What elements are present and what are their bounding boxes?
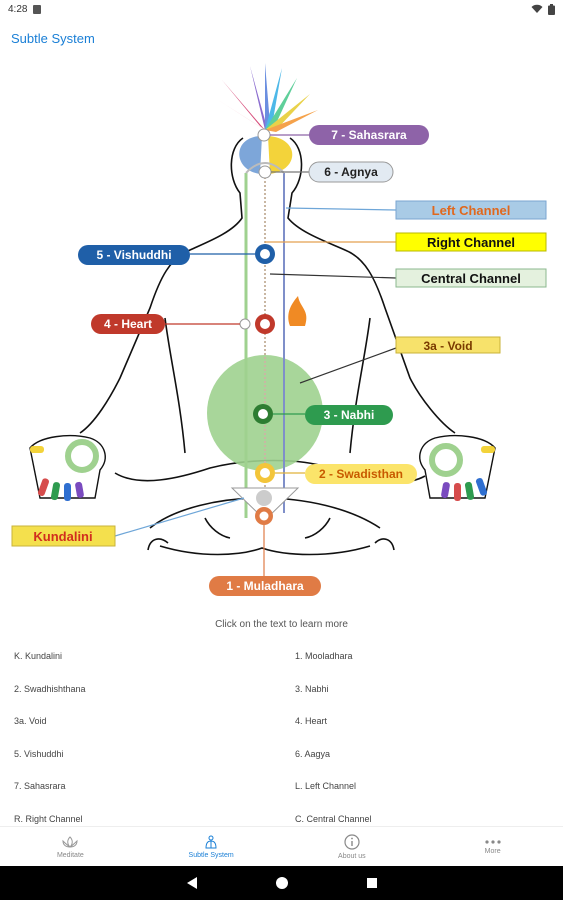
list-row: R. Right Channel C. Central Channel bbox=[0, 803, 563, 836]
nav-meditate-label: Meditate bbox=[56, 851, 84, 859]
label-sahasrara[interactable]: 7 - Sahasrara bbox=[309, 125, 429, 145]
label-swadisthan[interactable]: 2 - Swadisthan bbox=[305, 464, 417, 484]
recents-square-icon bbox=[366, 878, 377, 888]
label-void[interactable]: 3a - Void bbox=[395, 336, 501, 354]
nav-subtle-system-label: Subtle System bbox=[188, 851, 234, 859]
page-title: Subtle System bbox=[11, 30, 95, 46]
label-left-channel-text: Left Channel bbox=[432, 203, 511, 218]
label-right-channel[interactable]: Right Channel bbox=[395, 232, 547, 252]
recents-button[interactable] bbox=[362, 873, 382, 893]
label-nabhi-text: 3 - Nabhi bbox=[324, 408, 375, 422]
nav-subtle-system[interactable]: Subtle System bbox=[141, 827, 282, 866]
label-central-channel[interactable]: Central Channel bbox=[395, 268, 547, 288]
lotus-icon bbox=[62, 835, 78, 848]
list-item[interactable]: 3a. Void bbox=[14, 716, 47, 727]
subtle-system-icon bbox=[205, 835, 217, 848]
list-item[interactable]: 7. Sahasrara bbox=[14, 781, 66, 792]
label-heart-text: 4 - Heart bbox=[104, 317, 152, 331]
label-nabhi[interactable]: 3 - Nabhi bbox=[305, 405, 393, 425]
list-item[interactable]: C. Central Channel bbox=[295, 813, 372, 824]
chakra-list: K. Kundalini 1. Mooladhara 2. Swadhishth… bbox=[0, 640, 563, 835]
system-navigation-bar bbox=[0, 866, 563, 900]
app-bar: Subtle System bbox=[0, 18, 563, 58]
hint-text: Click on the text to learn more bbox=[215, 619, 348, 630]
battery-icon bbox=[548, 3, 555, 15]
label-vishuddhi[interactable]: 5 - Vishuddhi bbox=[78, 245, 190, 265]
list-item[interactable]: L. Left Channel bbox=[295, 781, 357, 792]
list-item[interactable]: 1. Mooladhara bbox=[295, 651, 353, 662]
label-muladhara[interactable]: 1 - Muladhara bbox=[209, 576, 321, 596]
list-item[interactable]: K. Kundalini bbox=[14, 651, 63, 662]
label-left-channel[interactable]: Left Channel bbox=[395, 200, 547, 220]
label-swadisthan-text: 2 - Swadisthan bbox=[319, 467, 403, 481]
list-item[interactable]: R. Right Channel bbox=[14, 813, 83, 824]
back-button[interactable] bbox=[182, 873, 202, 893]
channels bbox=[244, 162, 285, 518]
label-vishuddhi-text: 5 - Vishuddhi bbox=[96, 248, 171, 262]
label-agnya[interactable]: 6 - Agnya bbox=[308, 161, 394, 183]
left-hand bbox=[29, 435, 106, 501]
nav-more-label: More bbox=[484, 847, 501, 855]
info-icon bbox=[344, 833, 360, 850]
label-central-channel-text: Central Channel bbox=[421, 271, 521, 286]
chakras bbox=[230, 128, 307, 525]
more-dots-icon bbox=[485, 839, 501, 844]
list-item[interactable]: 4. Heart bbox=[295, 716, 328, 727]
wifi-icon bbox=[531, 4, 543, 13]
nav-meditate[interactable]: Meditate bbox=[0, 827, 141, 866]
back-triangle-icon bbox=[186, 877, 197, 889]
list-row: 2. Swadhishthana 3. Nabhi bbox=[0, 673, 563, 706]
nav-about-us-label: About us bbox=[338, 852, 366, 860]
label-sahasrara-text: 7 - Sahasrara bbox=[331, 128, 407, 142]
nav-about-us[interactable]: About us bbox=[282, 827, 423, 866]
list-item[interactable]: 5. Vishuddhi bbox=[14, 748, 64, 759]
label-muladhara-text: 1 - Muladhara bbox=[226, 579, 304, 593]
list-row: 7. Sahasrara L. Left Channel bbox=[0, 770, 563, 803]
home-circle-icon bbox=[275, 877, 288, 889]
nav-more[interactable]: More bbox=[422, 827, 563, 866]
status-bar: 4:28 bbox=[0, 0, 563, 18]
status-time: 4:28 bbox=[8, 3, 28, 15]
list-item[interactable]: 3. Nabhi bbox=[295, 683, 329, 694]
sahasrara-petals bbox=[215, 63, 318, 132]
list-item[interactable]: 2. Swadhishthana bbox=[14, 683, 86, 694]
home-button[interactable] bbox=[272, 873, 292, 893]
list-row: 5. Vishuddhi 6. Aagya bbox=[0, 738, 563, 771]
label-heart[interactable]: 4 - Heart bbox=[91, 314, 165, 334]
label-agnya-text: 6 - Agnya bbox=[324, 165, 378, 179]
label-right-channel-text: Right Channel bbox=[427, 235, 515, 250]
bottom-navigation: Meditate Subtle System About us More bbox=[0, 826, 563, 866]
leader-lines bbox=[114, 134, 397, 576]
list-item[interactable]: 6. Aagya bbox=[295, 748, 331, 759]
label-void-text: 3a - Void bbox=[423, 339, 472, 353]
list-row: K. Kundalini 1. Mooladhara bbox=[0, 640, 563, 673]
right-hand bbox=[419, 435, 496, 501]
label-kundalini-text: Kundalini bbox=[33, 529, 92, 544]
subtle-system-diagram: 7 - Sahasrara 6 - Agnya Left Channel Rig… bbox=[0, 58, 563, 603]
list-row: 3a. Void 4. Heart bbox=[0, 705, 563, 738]
sd-card-icon bbox=[33, 4, 42, 14]
label-kundalini[interactable]: Kundalini bbox=[11, 525, 116, 547]
